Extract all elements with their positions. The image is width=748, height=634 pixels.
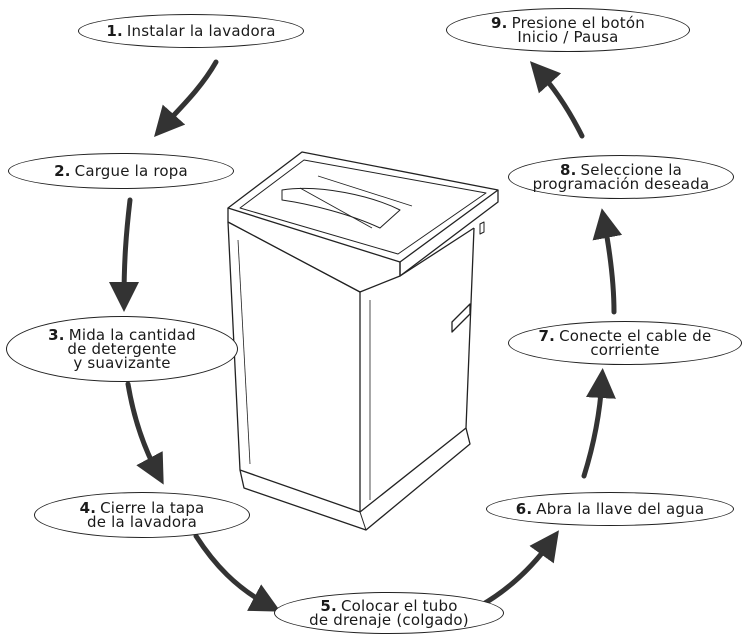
washing-machine-illustration: [227, 151, 499, 531]
step-number: 6.: [515, 500, 533, 518]
step-2: 2.Cargue la ropa: [8, 153, 234, 189]
step-7: 7.Conecte el cable de corriente: [508, 321, 742, 365]
step-label: corriente: [590, 341, 660, 359]
arrow-2-to-3: [109, 197, 140, 312]
arrow-6-to-7: [581, 368, 616, 479]
step-label: Mida la cantidad: [68, 326, 196, 344]
step-label: Seleccione la: [580, 161, 682, 179]
arrow-4-to-5: [193, 533, 281, 612]
arrow-3-to-4: [125, 381, 164, 485]
step-5: 5.Colocar el tubo de drenaje (colgado): [274, 592, 504, 634]
arrow-1-to-2: [154, 59, 219, 137]
arrow-7-to-8: [592, 208, 623, 315]
step-6: 6.Abra la llave del agua: [486, 492, 734, 526]
step-number: 4.: [79, 499, 97, 517]
step-number: 1.: [106, 22, 123, 40]
step-number: 3.: [48, 326, 65, 344]
arrow-5-to-6: [477, 530, 559, 609]
step-label: Conecte el cable de: [559, 327, 712, 345]
step-label: Cargue la ropa: [74, 162, 188, 180]
step-number: 2.: [54, 162, 71, 180]
step-8: 8.Seleccione la programación deseada: [508, 155, 734, 199]
step-label: programación deseada: [532, 175, 710, 193]
step-label: de drenaje (colgado): [309, 611, 469, 629]
flow-arrows: [109, 59, 623, 612]
arrow-8-to-9: [529, 61, 585, 139]
step-number: 9.: [491, 14, 508, 32]
step-9: 9.Presione el botón Inicio / Pausa: [446, 8, 690, 52]
step-label: de detergente: [67, 340, 177, 358]
step-label: Instalar la lavadora: [126, 22, 276, 40]
step-label: de la lavadora: [87, 513, 197, 531]
step-label: Colocar el tubo: [340, 597, 458, 615]
step-1: 1.Instalar la lavadora: [78, 14, 304, 48]
step-label: Presione el botón: [511, 14, 645, 32]
step-number: 8.: [560, 161, 577, 179]
step-label: Inicio / Pausa: [517, 28, 619, 46]
step-number: 7.: [538, 327, 556, 345]
step-label: Abra la llave del agua: [536, 500, 705, 518]
step-number: 5.: [320, 597, 337, 615]
step-label: Cierre la tapa: [100, 499, 205, 517]
step-3: 3.Mida la cantidad de detergente y suavi…: [6, 316, 238, 382]
step-label: y suavizante: [73, 354, 171, 372]
step-4: 4.Cierre la tapa de la lavadora: [34, 492, 250, 538]
